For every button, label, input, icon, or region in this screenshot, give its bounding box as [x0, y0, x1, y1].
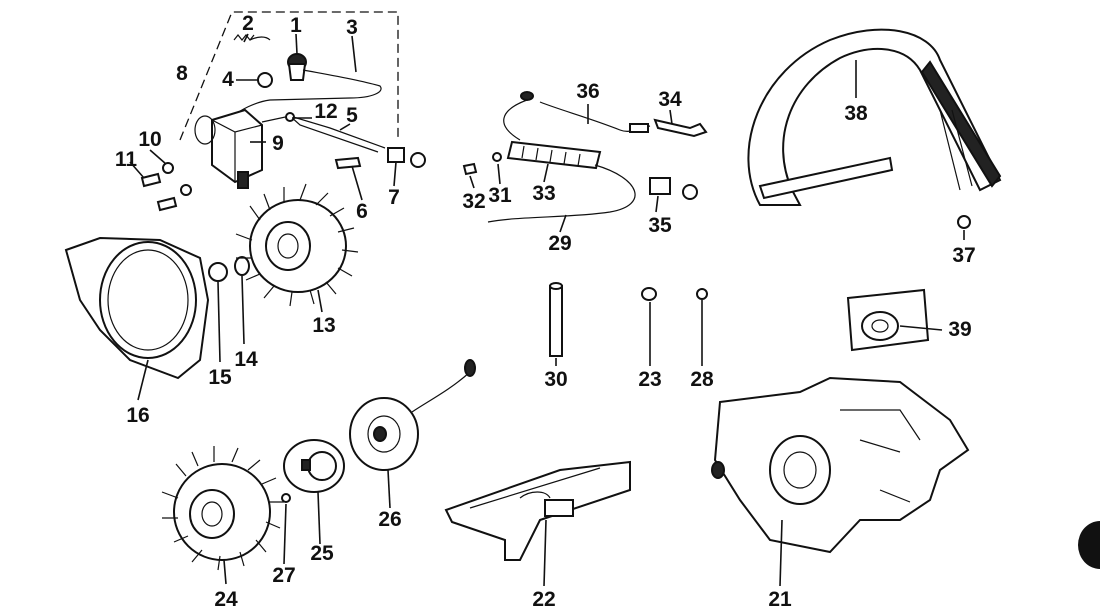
bottom-plate — [444, 460, 631, 561]
flywheel-assembly — [64, 183, 359, 380]
cover-plate — [846, 288, 930, 352]
part-label-35: 35 — [648, 214, 672, 237]
part-label-30: 30 — [544, 368, 567, 391]
part-label-11: 11 — [115, 148, 138, 171]
part-label-22: 22 — [532, 588, 555, 611]
part-label-25: 25 — [310, 542, 334, 565]
part-label-28: 28 — [690, 368, 714, 391]
part-label-7: 7 — [388, 186, 400, 209]
part-label-32: 32 — [462, 190, 485, 213]
part-label-23: 23 — [638, 368, 661, 391]
part-label-29: 29 — [548, 232, 571, 255]
part-label-5: 5 — [346, 104, 358, 127]
part-label-2: 2 — [242, 12, 254, 35]
part-label-14: 14 — [234, 348, 258, 371]
part-label-15: 15 — [208, 366, 232, 389]
part-label-39: 39 — [948, 318, 971, 341]
part-label-1: 1 — [290, 14, 302, 37]
part-label-4: 4 — [222, 68, 234, 91]
part-label-27: 27 — [272, 564, 295, 587]
leader-lines — [129, 33, 965, 587]
part-label-33: 33 — [532, 182, 555, 205]
ignition-assembly — [140, 11, 426, 212]
part-label-31: 31 — [488, 184, 512, 207]
small-parts — [549, 282, 708, 357]
part-label-3: 3 — [346, 16, 358, 39]
part-label-6: 6 — [356, 200, 368, 223]
handle-bar-assembly — [747, 28, 1002, 229]
part-label-9: 9 — [272, 132, 284, 155]
part-label-34: 34 — [658, 88, 682, 111]
part-label-38: 38 — [844, 102, 868, 125]
part-label-24: 24 — [214, 588, 238, 611]
switch-wiring-assembly — [462, 91, 708, 223]
part-label-37: 37 — [952, 244, 975, 267]
part-label-10: 10 — [138, 128, 161, 151]
part-label-36: 36 — [576, 80, 599, 103]
part-label-12: 12 — [314, 100, 337, 123]
part-label-21: 21 — [768, 588, 792, 611]
part-label-26: 26 — [378, 508, 401, 531]
starter-assembly — [161, 359, 476, 571]
part-label-16: 16 — [126, 404, 149, 427]
part-label-13: 13 — [312, 314, 335, 337]
part-label-8: 8 — [176, 62, 188, 85]
page-edge-tab — [1078, 521, 1100, 569]
crankcase — [711, 376, 970, 554]
